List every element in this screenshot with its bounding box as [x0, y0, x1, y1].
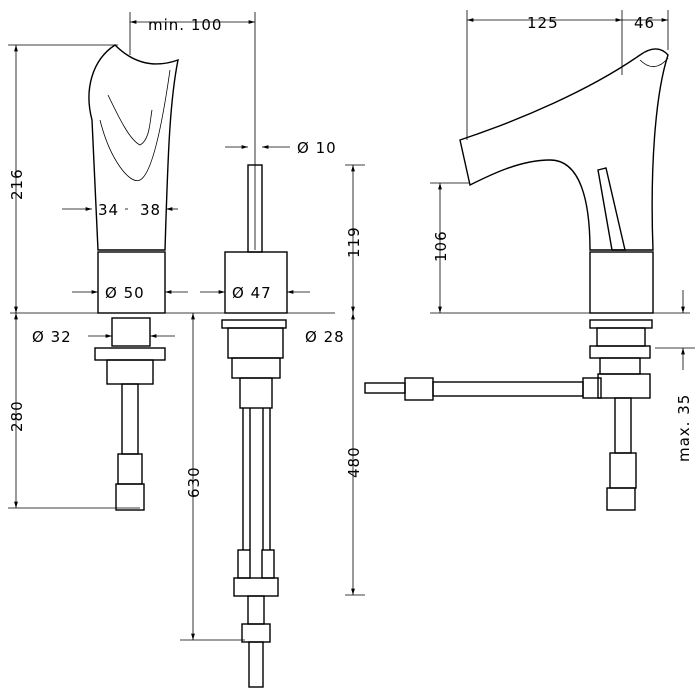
dim-125: 125 [527, 14, 559, 32]
dim-480: 480 [345, 446, 363, 478]
dim-119: 119 [345, 226, 363, 258]
dim-min-100: min. 100 [148, 16, 222, 34]
front-view-faucet [89, 45, 178, 510]
dim-d50: Ø 50 [105, 284, 145, 302]
dimension-lines [8, 10, 695, 640]
rear-view-faucet [365, 49, 668, 510]
dim-216: 216 [8, 168, 26, 200]
dim-d32: Ø 32 [32, 328, 72, 346]
dim-106: 106 [432, 230, 450, 262]
dim-d47: Ø 47 [232, 284, 272, 302]
dim-d10: Ø 10 [297, 139, 337, 157]
dim-280: 280 [8, 400, 26, 432]
side-view-faucet [222, 165, 287, 687]
dim-38: 38 [140, 201, 161, 219]
dim-34: 34 [98, 201, 119, 219]
dim-max-35: max. 35 [675, 394, 693, 462]
dim-630: 630 [185, 466, 203, 498]
dim-46: 46 [634, 14, 655, 32]
dim-d28: Ø 28 [305, 328, 345, 346]
